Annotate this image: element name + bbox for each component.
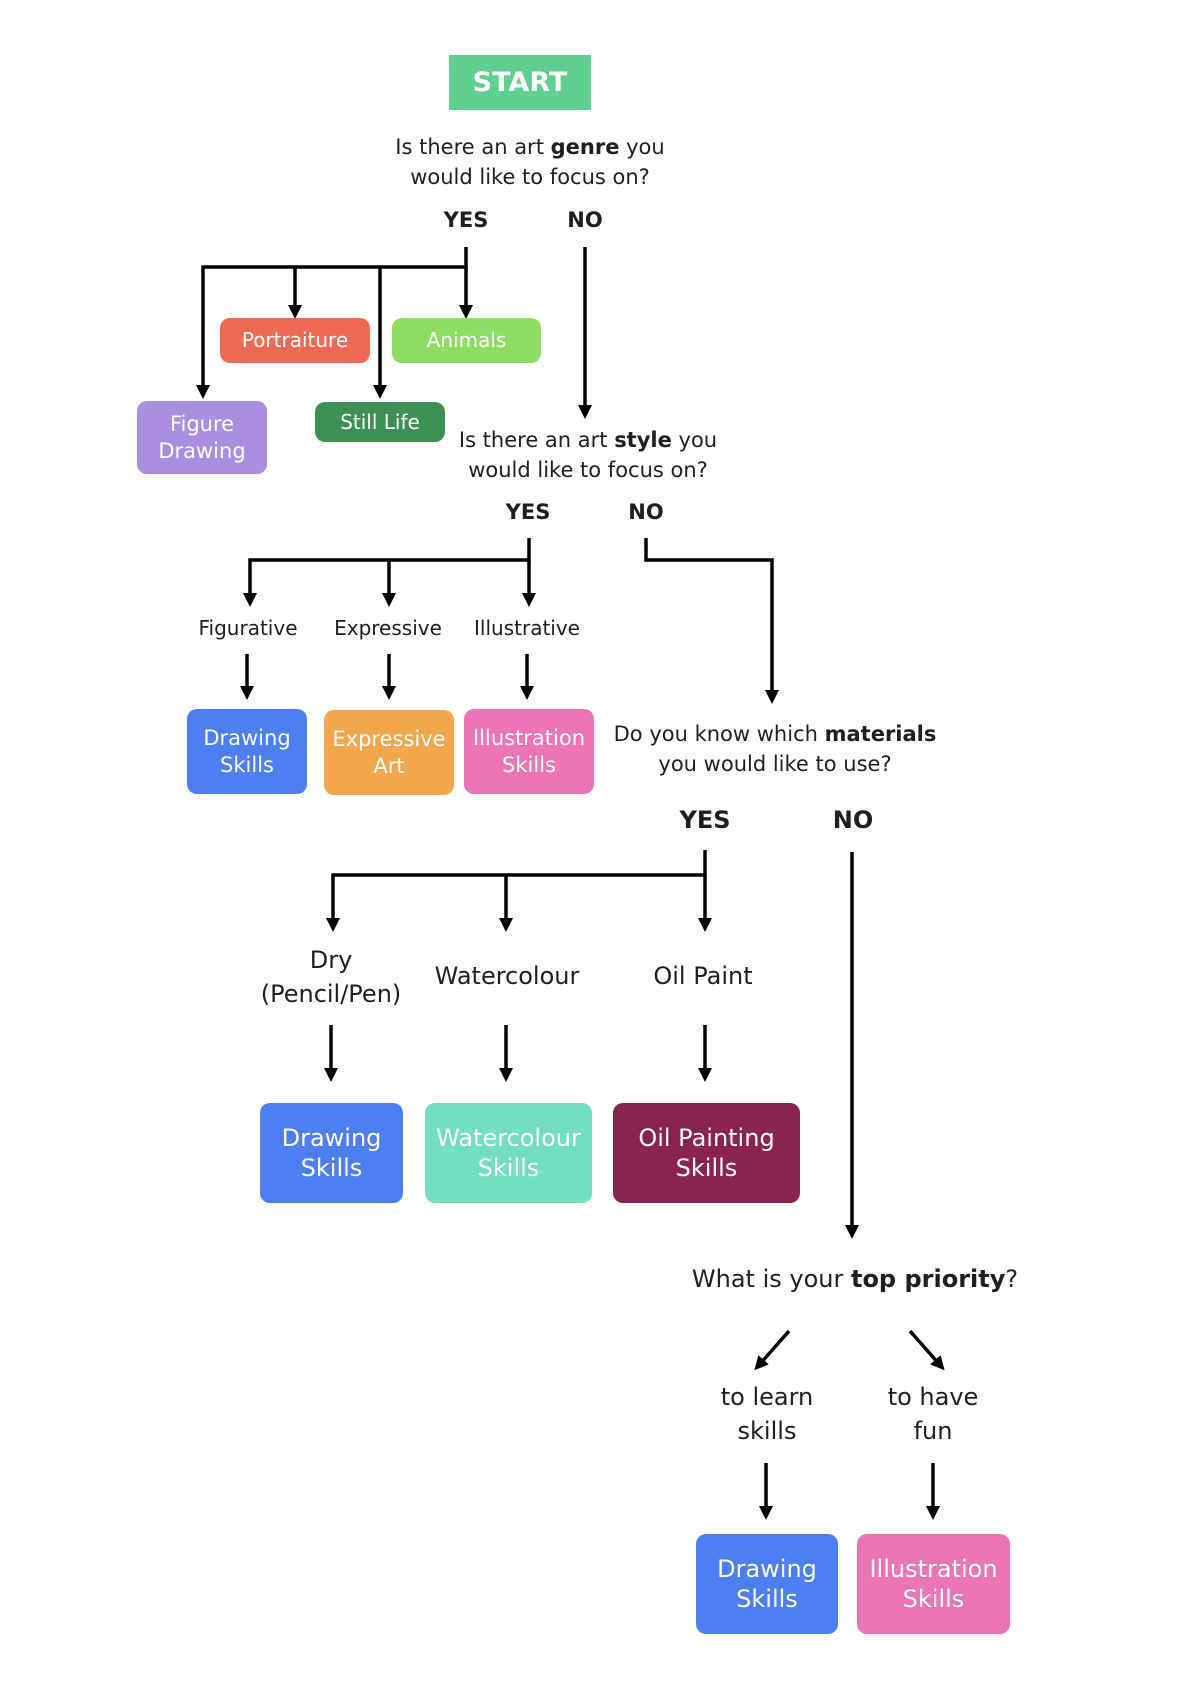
style-question-text-end: you xyxy=(671,428,718,452)
materials-question-line2: you would like to use? xyxy=(658,752,892,777)
priority-question: What is your top priority? xyxy=(690,1262,1020,1297)
priority-learn-label: to learn skills xyxy=(720,1383,814,1445)
genre-portraiture-label: Portraiture xyxy=(241,328,349,352)
priority-fun: to have fun xyxy=(878,1381,988,1448)
genre-yes-label: YES xyxy=(443,208,489,232)
material-result-watercolour-skills: Watercolour Skills xyxy=(425,1103,592,1203)
priority-result-drawing-skills: Drawing Skills xyxy=(696,1534,838,1634)
style-illustrative: Illustrative xyxy=(474,616,580,640)
priority-result-illustration-skills-label: Illustration Skills xyxy=(869,1555,998,1613)
style-no-connector xyxy=(644,538,779,704)
genre-question-line2: would like to focus on? xyxy=(410,165,650,190)
start-box: START xyxy=(449,55,591,110)
materials-question-text: Do you know which xyxy=(613,722,825,746)
priority-question-mark: ? xyxy=(1005,1265,1019,1293)
style-keyword: style xyxy=(614,428,672,452)
style-question-text: Is there an art xyxy=(458,428,615,452)
priority-learn: to learn skills xyxy=(702,1381,832,1448)
materials-yes-connector xyxy=(326,850,707,932)
genre-question: Is there an art genre you would like to … xyxy=(370,132,690,193)
genre-still-life-box: Still Life xyxy=(315,402,445,442)
style-yes-label: YES xyxy=(505,500,551,524)
material-result-watercolour-skills-label: Watercolour Skills xyxy=(436,1124,581,1182)
style-result-expressive-art-label: Expressive Art xyxy=(332,727,446,778)
genre-animals-box: Animals xyxy=(392,318,541,363)
genre-keyword: genre xyxy=(550,135,620,159)
priority-question-text: What is your xyxy=(691,1265,851,1293)
material-watercolour: Watercolour xyxy=(434,962,580,990)
arrow-to-fun xyxy=(908,1329,945,1371)
materials-no-label: NO xyxy=(832,806,874,834)
materials-yes-label: YES xyxy=(679,806,731,834)
genre-question-text-end: you xyxy=(619,135,665,159)
genre-portraiture-box: Portraiture xyxy=(220,318,370,363)
genre-figure-drawing-box: Figure Drawing xyxy=(137,401,267,474)
style-question: Is there an art style you would like to … xyxy=(428,425,748,486)
genre-question-text: Is there an art xyxy=(395,135,551,159)
material-oil-paint: Oil Paint xyxy=(653,962,753,990)
arrow-to-learn xyxy=(754,1329,791,1371)
priority-result-drawing-skills-label: Drawing Skills xyxy=(717,1555,817,1613)
priority-fun-label: to have fun xyxy=(887,1383,979,1445)
genre-figure-drawing-label: Figure Drawing xyxy=(158,412,246,463)
style-result-expressive-art: Expressive Art xyxy=(324,710,454,795)
genre-no-label: NO xyxy=(567,208,603,232)
material-result-drawing-skills-label: Drawing Skills xyxy=(281,1124,382,1182)
genre-yes-connector xyxy=(196,247,468,399)
priority-keyword: top priority xyxy=(850,1265,1006,1293)
material-dry-label: Dry (Pencil/Pen) xyxy=(260,946,402,1008)
genre-animals-label: Animals xyxy=(426,328,507,352)
priority-result-illustration-skills: Illustration Skills xyxy=(857,1534,1010,1634)
material-result-oil-painting-skills-label: Oil Painting Skills xyxy=(638,1124,775,1182)
material-result-drawing-skills: Drawing Skills xyxy=(260,1103,403,1203)
material-result-oil-painting-skills: Oil Painting Skills xyxy=(613,1103,800,1203)
style-result-illustration-skills: Illustration Skills xyxy=(464,709,594,794)
style-result-illustration-skills-label: Illustration Skills xyxy=(472,726,586,777)
materials-question: Do you know which materials you would li… xyxy=(600,719,950,780)
start-label: START xyxy=(472,66,568,98)
style-question-line2: would like to focus on? xyxy=(468,458,708,483)
style-expressive: Expressive xyxy=(334,616,442,640)
material-dry: Dry (Pencil/Pen) xyxy=(256,944,406,1011)
style-result-drawing-skills: Drawing Skills xyxy=(187,709,307,794)
style-result-drawing-skills-label: Drawing Skills xyxy=(203,726,291,777)
genre-still-life-label: Still Life xyxy=(340,409,420,434)
materials-keyword: materials xyxy=(824,722,937,746)
style-no-label: NO xyxy=(628,500,664,524)
style-figurative: Figurative xyxy=(198,616,298,640)
